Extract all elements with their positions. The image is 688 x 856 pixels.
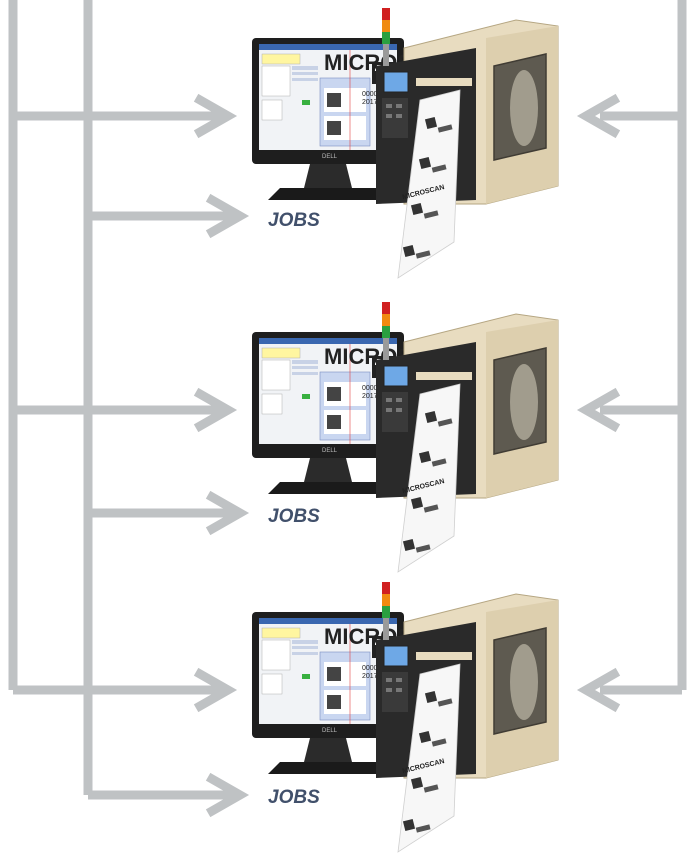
- printer-3: MICROSCAN: [375, 581, 559, 853]
- monitor-bezel-logo-2: DELL: [322, 448, 338, 454]
- station-3: MICROS 000001000 2017-02-16 DELL MICROSC…: [251, 581, 559, 853]
- connector-lines: [8, 0, 687, 800]
- arrowhead-feed-3: [193, 667, 238, 713]
- arrowhead-jobs-1: [205, 193, 250, 239]
- arrowhead-jobs-2: [205, 490, 250, 536]
- arrowhead-feed-2: [193, 387, 238, 433]
- arrowhead-return-1: [576, 93, 621, 139]
- station-1: MICROS 000001000 2017-02-16 DELL MICROSC…: [251, 7, 559, 279]
- jobs-label-3: JOBS: [268, 787, 320, 808]
- jobs-label-2: JOBS: [268, 506, 320, 527]
- arrowhead-return-3: [576, 667, 621, 713]
- arrowheads: [193, 93, 621, 818]
- monitor-bezel-logo-1: DELL: [322, 154, 338, 160]
- monitor-bezel-logo-3: DELL: [322, 728, 338, 734]
- printer-1: MICROSCAN: [375, 7, 559, 279]
- jobs-label-1: JOBS: [268, 210, 320, 231]
- printer-2: MICROSCAN: [375, 301, 559, 573]
- station-2: MICROS 000001000 2017-02-16 DELL MICROSC…: [251, 301, 559, 573]
- arrowhead-feed-1: [193, 93, 238, 139]
- arrowhead-jobs-3: [205, 772, 250, 818]
- arrowhead-return-2: [576, 387, 621, 433]
